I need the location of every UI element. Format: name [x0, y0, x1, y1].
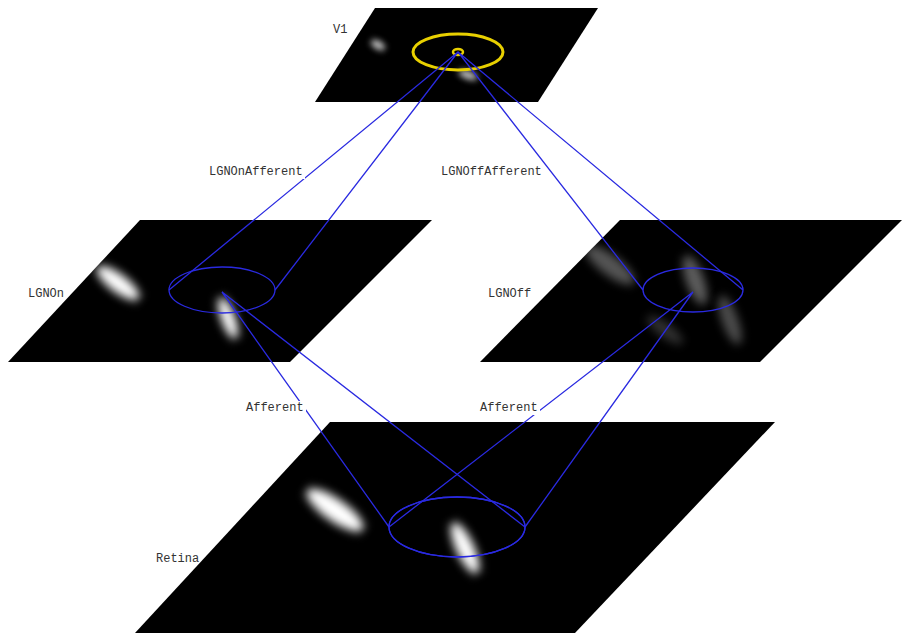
sheet: LGNOff [480, 220, 905, 362]
sheet-plane [315, 8, 598, 102]
sheet: LGNOn [8, 220, 432, 362]
sheet-shape [130, 422, 775, 633]
activity-blob [643, 311, 687, 349]
sheet-label: V1 [333, 23, 347, 37]
activity-blob [445, 519, 485, 577]
sheet-plane [135, 422, 775, 633]
projection-label: Afferent [478, 401, 540, 415]
projection-label: Afferent [244, 401, 306, 415]
sheet: V1 [315, 8, 598, 102]
sheet-shape [315, 8, 598, 102]
activity-blob [580, 239, 640, 291]
activity-blob [678, 252, 713, 307]
sheet-label: LGNOff [488, 287, 531, 301]
activity-blob [714, 293, 747, 347]
unit-ring [453, 49, 463, 55]
sheet-plane [480, 220, 902, 362]
activity-blob [214, 295, 242, 341]
projection-label: LGNOnAfferent [207, 165, 305, 179]
activity-blob [301, 481, 369, 538]
sheet-shape [480, 220, 905, 362]
sheet-plane [8, 220, 432, 362]
sheet-label: Retina [156, 552, 199, 566]
projection-label: LGNOffAfferent [439, 165, 544, 179]
activity-blob [369, 38, 387, 53]
sheet-label: LGNOn [28, 287, 64, 301]
sheet-shape [8, 220, 432, 362]
lateral-ring [413, 34, 503, 70]
sheet: Retina [130, 422, 775, 633]
activity-blob [92, 260, 144, 306]
